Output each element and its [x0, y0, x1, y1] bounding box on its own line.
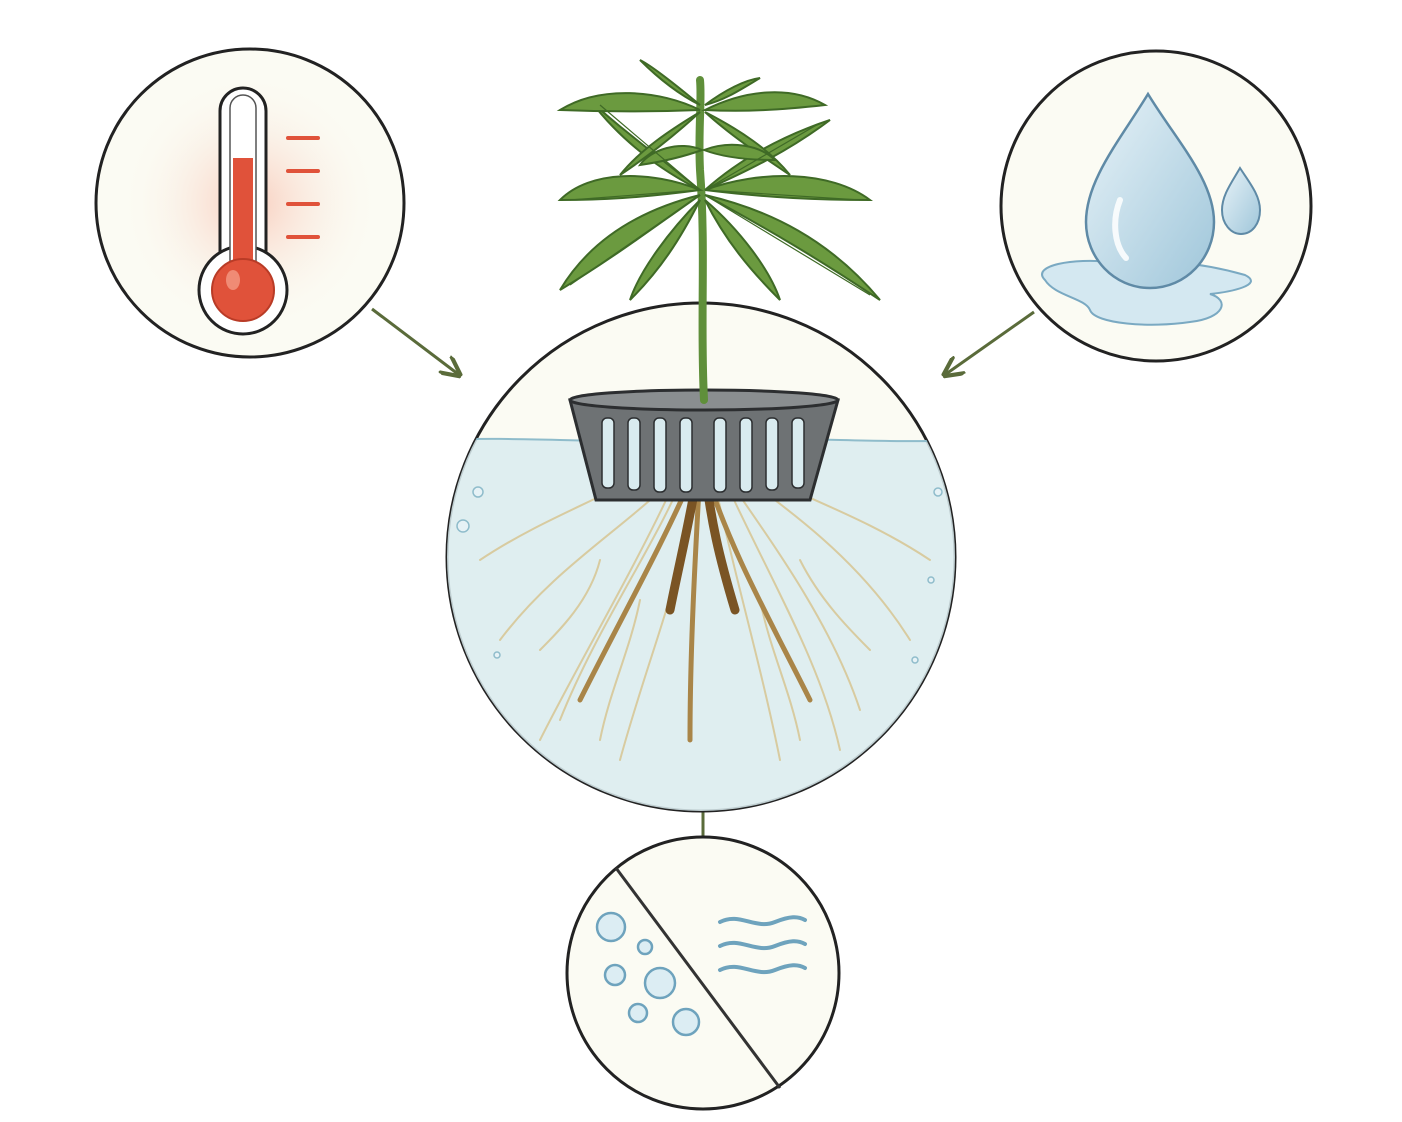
- plant-stem: [695, 76, 708, 404]
- water-panel: [999, 49, 1313, 363]
- root-zone-panel: [445, 301, 957, 813]
- water-drop-icon: [1041, 91, 1262, 326]
- water-arrow: [946, 310, 1035, 374]
- aeration-circle: [565, 835, 841, 1111]
- net-pot-icon: [568, 388, 840, 502]
- aeration-panel: [565, 835, 841, 1111]
- temperature-arrow: [371, 307, 458, 374]
- temperature-panel: [94, 47, 406, 359]
- oxygen-bubbles: [456, 486, 943, 664]
- bubbles-vs-flow-icon: [595, 867, 807, 1089]
- water-flow-lines: [718, 915, 807, 975]
- plant-leaves: [556, 59, 881, 404]
- thermometer-icon: [197, 86, 320, 336]
- air-bubbles: [595, 911, 701, 1037]
